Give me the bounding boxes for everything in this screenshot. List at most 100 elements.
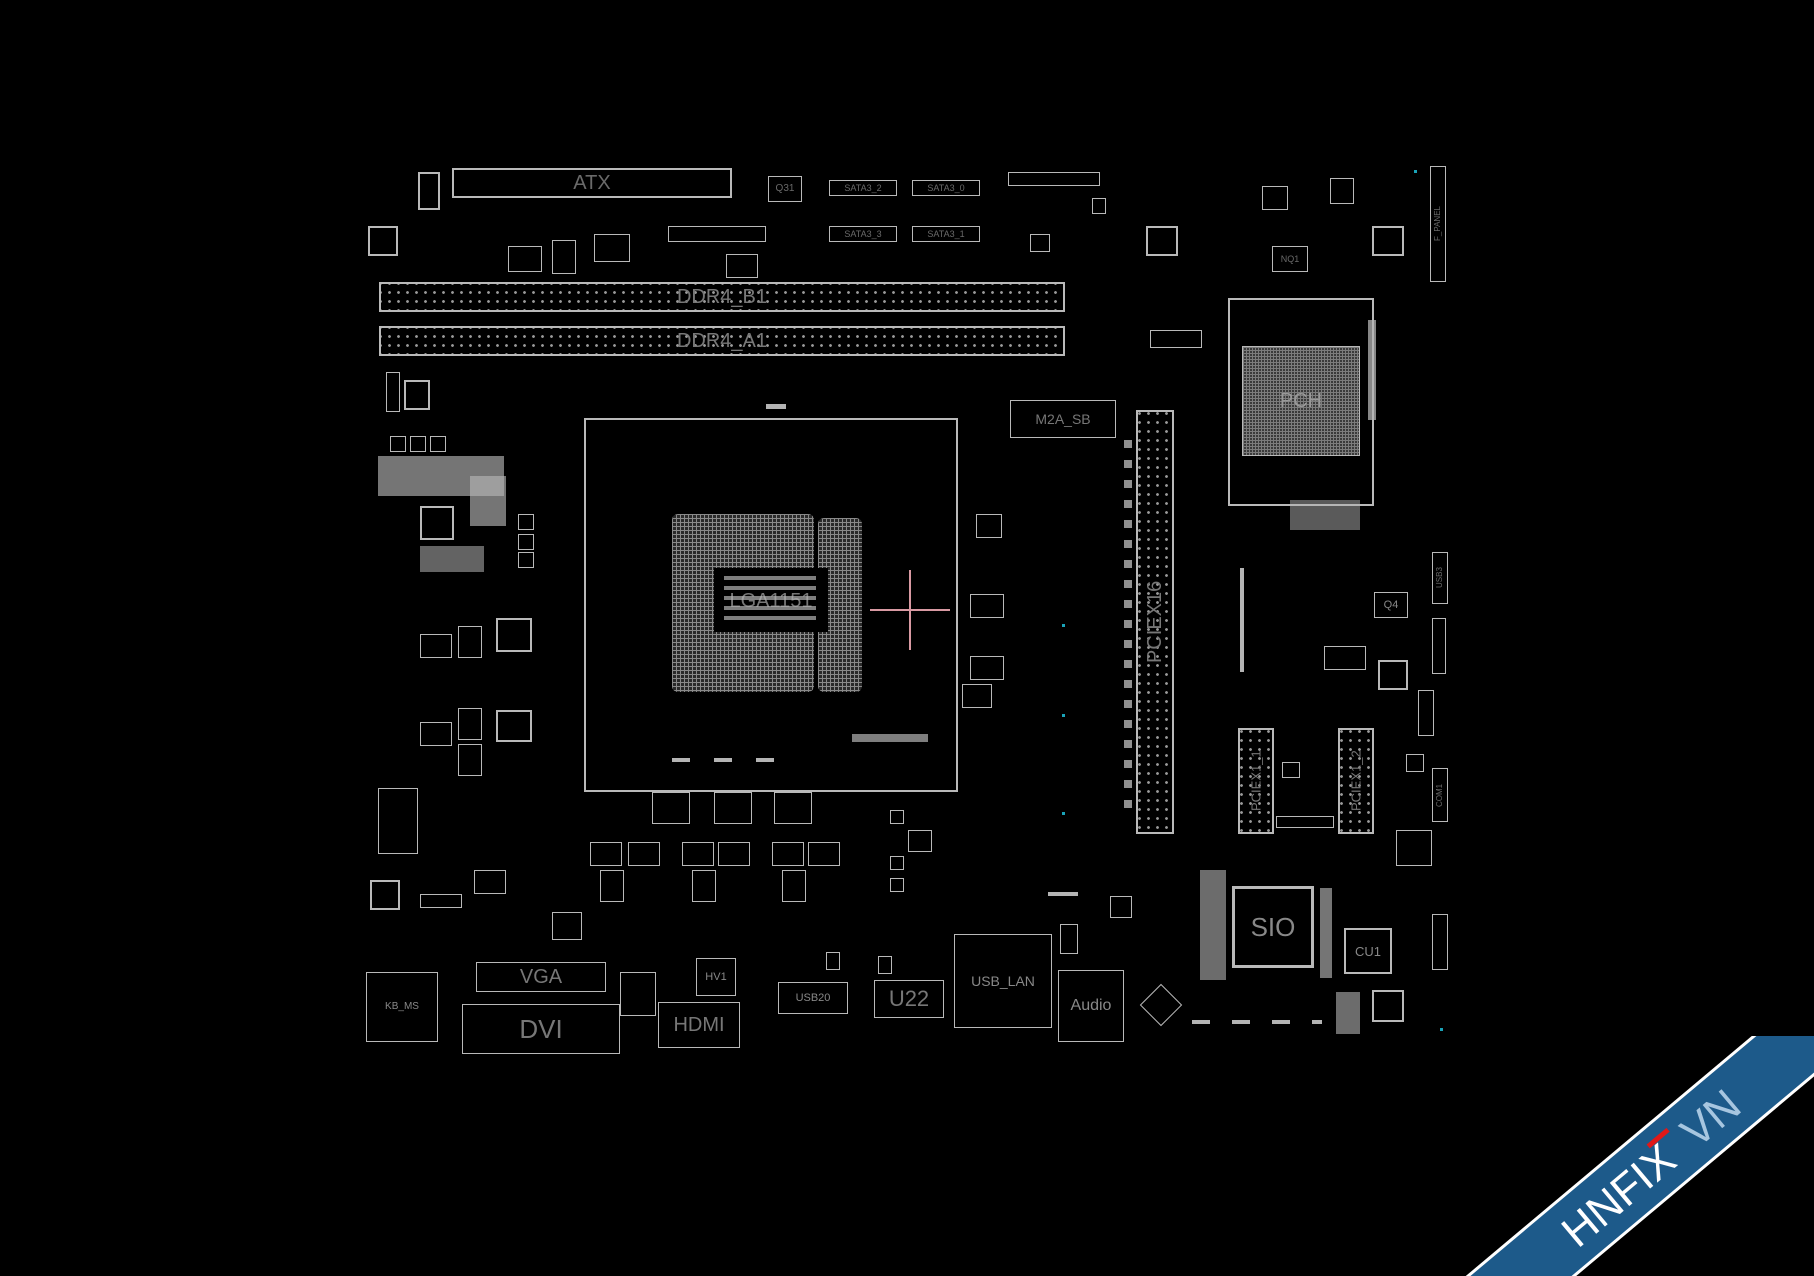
- chip-right-top-2[interactable]: [1262, 186, 1288, 210]
- left-small-connector[interactable]: [420, 894, 462, 908]
- component-square-left[interactable]: [368, 226, 398, 256]
- sio-chip[interactable]: SIO: [1232, 886, 1314, 968]
- socket-lower-cap-3[interactable]: [774, 792, 812, 824]
- vrm-mosfet-e[interactable]: [518, 534, 534, 550]
- component-square-right[interactable]: [1372, 226, 1404, 256]
- inductor-1[interactable]: [496, 618, 532, 652]
- chip-chain-1[interactable]: [890, 810, 904, 824]
- vrm-mosfet-f[interactable]: [518, 552, 534, 568]
- pciex1-1-slot[interactable]: PCIEX1_1: [1238, 728, 1274, 834]
- nq1-component[interactable]: NQ1: [1272, 246, 1308, 272]
- chip-right-top-1[interactable]: [1330, 178, 1354, 204]
- hv1-chip[interactable]: HV1: [696, 958, 736, 996]
- ddr4-a1-slot[interactable]: DDR4_A1: [379, 326, 1065, 356]
- mosfet-low-2[interactable]: [692, 870, 716, 902]
- vrm-chip-2[interactable]: [404, 380, 430, 410]
- vrm-mosfet-b[interactable]: [410, 436, 426, 452]
- usb-header-right[interactable]: USB3: [1432, 552, 1448, 604]
- right-bottom-header[interactable]: [1432, 914, 1448, 970]
- dvi-port[interactable]: DVI: [462, 1004, 620, 1054]
- audio-jack[interactable]: Audio: [1058, 970, 1124, 1042]
- vrm-mosfet-a[interactable]: [390, 436, 406, 452]
- vrm-chip-1[interactable]: [386, 372, 400, 412]
- q4-component[interactable]: Q4: [1374, 592, 1408, 618]
- cpu-socket-outline[interactable]: [584, 418, 958, 792]
- right-chip-small[interactable]: [1406, 754, 1424, 772]
- mosfet-low-3[interactable]: [782, 870, 806, 902]
- chip-right-socket-2[interactable]: [970, 594, 1004, 618]
- chip-near-audio[interactable]: [1110, 896, 1132, 918]
- vrm-mosfet-d[interactable]: [518, 514, 534, 530]
- vga-port[interactable]: VGA: [476, 962, 606, 992]
- chip-right-socket-3[interactable]: [970, 656, 1004, 680]
- chip-right-socket-1[interactable]: [976, 514, 1002, 538]
- hdmi-port[interactable]: HDMI: [658, 1002, 740, 1048]
- chip-chain-2[interactable]: [908, 830, 932, 852]
- kb-ms-port[interactable]: KB_MS: [366, 972, 438, 1042]
- socket-lower-cap-1[interactable]: [652, 792, 690, 824]
- socket-lower-cap-2[interactable]: [714, 792, 752, 824]
- m2a-sb-slot[interactable]: M2A_SB: [1010, 400, 1116, 438]
- inductor-2[interactable]: [496, 710, 532, 742]
- usb-lan-port[interactable]: USB_LAN: [954, 934, 1052, 1028]
- component-square-mid-right[interactable]: [1146, 226, 1178, 256]
- chip-top-2[interactable]: [552, 240, 576, 274]
- vrm-chip-5[interactable]: [420, 722, 452, 746]
- com1-header[interactable]: COM1: [1432, 768, 1448, 822]
- pch-chip[interactable]: PCH: [1242, 346, 1360, 456]
- sata3-3-connector[interactable]: SATA3_3: [829, 226, 897, 242]
- chip-top-4[interactable]: [726, 254, 758, 278]
- mosfet-row-4[interactable]: [718, 842, 750, 866]
- right-header-2[interactable]: [1432, 618, 1446, 674]
- component-jumper-top-left[interactable]: [418, 172, 440, 210]
- q31-component[interactable]: Q31: [768, 176, 802, 202]
- f-panel-header[interactable]: F_PANEL: [1430, 166, 1446, 282]
- chip-right-socket-4[interactable]: [962, 684, 992, 708]
- audio-codec[interactable]: [1139, 983, 1183, 1027]
- chip-chain-3[interactable]: [890, 856, 904, 870]
- chip-top-5[interactable]: [1092, 198, 1106, 214]
- vrm-mosfet-c[interactable]: [430, 436, 446, 452]
- hdmi-side-chips[interactable]: [620, 972, 656, 1016]
- cu1-chip[interactable]: CU1: [1344, 928, 1392, 974]
- chip-chain-4[interactable]: [890, 878, 904, 892]
- mosfet-low-1[interactable]: [600, 870, 624, 902]
- bios-chip[interactable]: [1372, 990, 1404, 1022]
- mosfet-row-1[interactable]: [590, 842, 622, 866]
- atx-power-connector[interactable]: ATX: [452, 168, 732, 198]
- sata3-0-connector[interactable]: SATA3_0: [912, 180, 980, 196]
- right-chip-bottom[interactable]: [1396, 830, 1432, 866]
- mosfet-row-5[interactable]: [772, 842, 804, 866]
- chip-above-u22[interactable]: [878, 956, 892, 974]
- chip-right-mid[interactable]: [1378, 660, 1408, 690]
- crystal-right[interactable]: [1324, 646, 1366, 670]
- pcie-bridge-chip[interactable]: [1282, 762, 1300, 778]
- mosfet-row-3[interactable]: [682, 842, 714, 866]
- left-chip-lower[interactable]: [474, 870, 506, 894]
- chip-top-1[interactable]: [508, 246, 542, 272]
- vrm-chip-7[interactable]: [458, 744, 482, 776]
- chip-top-6[interactable]: [1030, 234, 1050, 252]
- chip-left-usb20[interactable]: [826, 952, 840, 970]
- sata-resistor-row[interactable]: [668, 226, 766, 242]
- pcie-bridge-resistors[interactable]: [1276, 816, 1334, 828]
- vrm-chip-3[interactable]: [420, 634, 452, 658]
- mosfet-row-6[interactable]: [808, 842, 840, 866]
- vrm-chip-4[interactable]: [458, 626, 482, 658]
- ddr4-b1-slot[interactable]: DDR4_B1: [379, 282, 1065, 312]
- usb20-port[interactable]: USB20: [778, 982, 848, 1014]
- u22-chip[interactable]: U22: [874, 980, 944, 1018]
- chip-top-3[interactable]: [594, 234, 630, 262]
- pciex1-2-slot[interactable]: PCIEX1_2: [1338, 728, 1374, 834]
- crystal-right-of-ddr[interactable]: [1150, 330, 1202, 348]
- left-chip-lower-2[interactable]: [552, 912, 582, 940]
- sata3-2-connector[interactable]: SATA3_2: [829, 180, 897, 196]
- sata3-1-connector[interactable]: SATA3_1: [912, 226, 980, 242]
- pciex16-slot[interactable]: PCIEX16: [1136, 410, 1174, 834]
- mosfet-row-2[interactable]: [628, 842, 660, 866]
- left-square-lower[interactable]: [370, 880, 400, 910]
- header-top-mid[interactable]: [1008, 172, 1100, 186]
- right-stack-chips[interactable]: [1418, 690, 1434, 736]
- left-header-block[interactable]: [378, 788, 418, 854]
